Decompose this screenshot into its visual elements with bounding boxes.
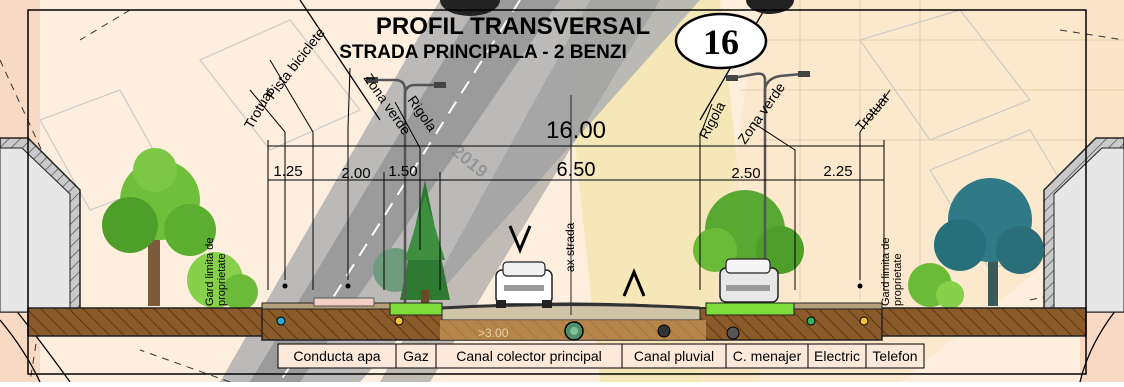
fence-label-left-box: Gard limita de proprietate [204, 237, 228, 306]
dim-left-green: 1.50 [388, 163, 417, 180]
drawing-frame [27, 9, 1087, 375]
zone-leaders [249, 59, 891, 280]
utility-main-sewer: Canal colector principal [456, 348, 602, 364]
tree-left-large [102, 148, 216, 306]
direction-arrow-up [622, 268, 646, 297]
fence-label-left: Gard limita de proprietate [204, 237, 228, 306]
car-left [495, 261, 553, 308]
car-right [719, 258, 779, 303]
fence-label-right-box: Gard limita de proprietate [880, 237, 904, 306]
building-right [1043, 137, 1124, 313]
lamp-heads [366, 71, 810, 88]
utility-gas: Gaz [403, 348, 429, 364]
utility-label-texts: Conducta apa Gaz Canal colector principa… [293, 348, 917, 364]
utility-labels [277, 343, 925, 369]
utility-domestic-sewer: C. menajer [733, 348, 802, 364]
dim-right-sidewalk: 2.25 [823, 163, 852, 180]
dim-left-bike: 2.00 [341, 165, 370, 182]
shrub-left [187, 252, 258, 310]
dim-left-sidewalk: 1.25 [273, 163, 302, 180]
utility-electric: Electric [814, 348, 860, 364]
axis-label: ax strada [563, 222, 577, 272]
tree-right-teal [934, 178, 1044, 306]
utility-water: Conducta apa [293, 348, 380, 364]
profile-number-badge [674, 12, 768, 70]
depth-label: >3.00 [478, 326, 509, 340]
drawing-subtitle: STRADA PRINCIPALA - 2 BENZI [339, 42, 626, 63]
utility-pipes [276, 316, 869, 341]
fence-label-right: Gard limita de proprietate [880, 237, 904, 306]
profile-number: 16 [703, 22, 739, 62]
building-left [0, 137, 81, 313]
street-lamps [372, 72, 803, 308]
dim-right-green: 2.50 [731, 165, 760, 182]
utility-storm-sewer: Canal pluvial [634, 348, 714, 364]
drawing-title: PROFIL TRANSVERSAL [376, 13, 650, 40]
shrub-right [908, 263, 964, 309]
utility-telephone: Telefon [872, 348, 917, 364]
dim-total: 16.00 [546, 117, 606, 144]
direction-arrow-down [508, 225, 532, 254]
dim-carriageway: 6.50 [557, 159, 596, 181]
